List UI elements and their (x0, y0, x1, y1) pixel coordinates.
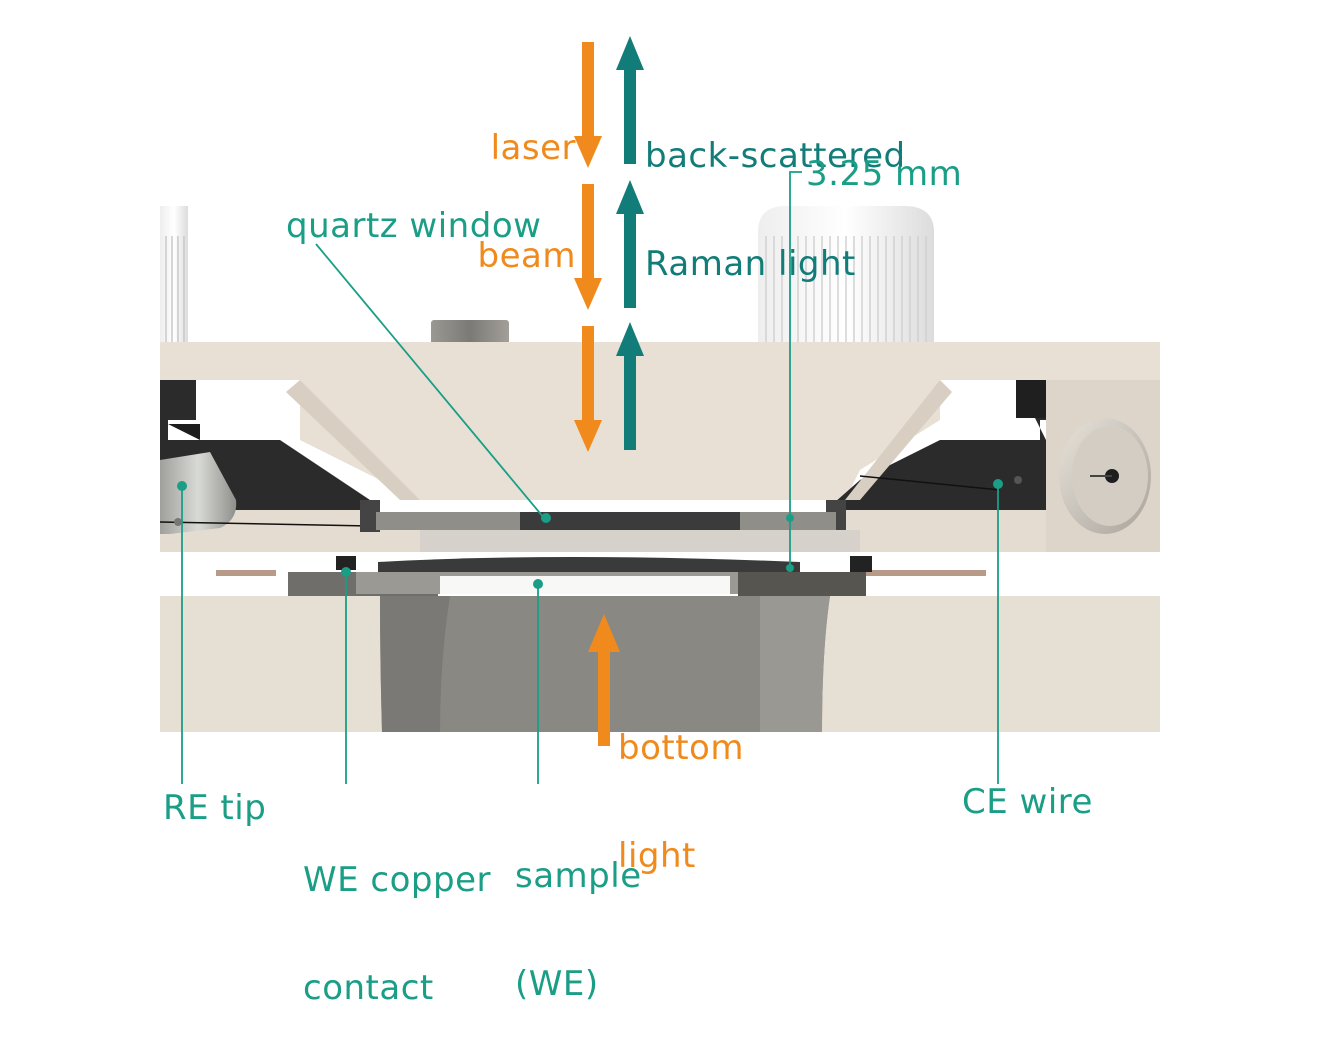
dot-dimension-top (786, 514, 794, 522)
bottom-light-line-1: bottom (618, 728, 744, 768)
window-assembly (360, 500, 860, 552)
bottom-light-label: bottom light (618, 658, 744, 910)
dot-sample (533, 579, 543, 589)
sample-line-1: sample (515, 856, 642, 896)
back-scattered-line-1: back-scattered (645, 136, 906, 176)
laser-beam-line-1: laser (490, 128, 576, 168)
bottom-light-line-2: light (618, 836, 696, 876)
electrochemical-cell-cross-section (159, 36, 1160, 784)
laser-beam-label: laser beam (472, 58, 576, 310)
dot-we-contact (341, 567, 351, 577)
middle-plate (160, 552, 1160, 596)
dot-ce-wire (993, 479, 1003, 489)
dimension-label: 3.25 mm (806, 154, 963, 194)
we-copper-contact-label: WE copper contact (303, 790, 491, 1042)
re-tip-label: RE tip (163, 788, 267, 828)
orange-up-arrow-icon (588, 614, 620, 746)
ce-side-block (859, 380, 1160, 552)
orange-down-arrow-icon (574, 42, 602, 452)
laser-beam-line-2: beam (477, 236, 576, 276)
we-copper-line-2: contact (303, 968, 434, 1008)
re-glass-tube (159, 452, 371, 534)
dot-dimension-bottom (786, 564, 794, 572)
we-copper-line-1: WE copper (303, 860, 491, 900)
left-knob (160, 206, 188, 342)
top-screw-cap (431, 320, 509, 346)
ce-wire-label: CE wire (962, 782, 1093, 822)
back-scattered-label: back-scattered Raman light (645, 66, 906, 318)
upper-housing (160, 342, 1160, 552)
dot-re-tip (177, 481, 187, 491)
leader-quartz-window (315, 243, 545, 519)
dot-quartz-window (541, 513, 551, 523)
leader-dimension (789, 171, 802, 570)
sample-line-2: (WE) (515, 964, 599, 1004)
leader-dots (177, 479, 1003, 589)
leader-lines (181, 171, 999, 784)
teal-up-arrow-icon (616, 36, 644, 450)
back-scattered-line-2: Raman light (645, 244, 856, 284)
quartz-window-label: quartz window (286, 206, 542, 246)
sample-we-label: sample (WE) (515, 786, 642, 1038)
